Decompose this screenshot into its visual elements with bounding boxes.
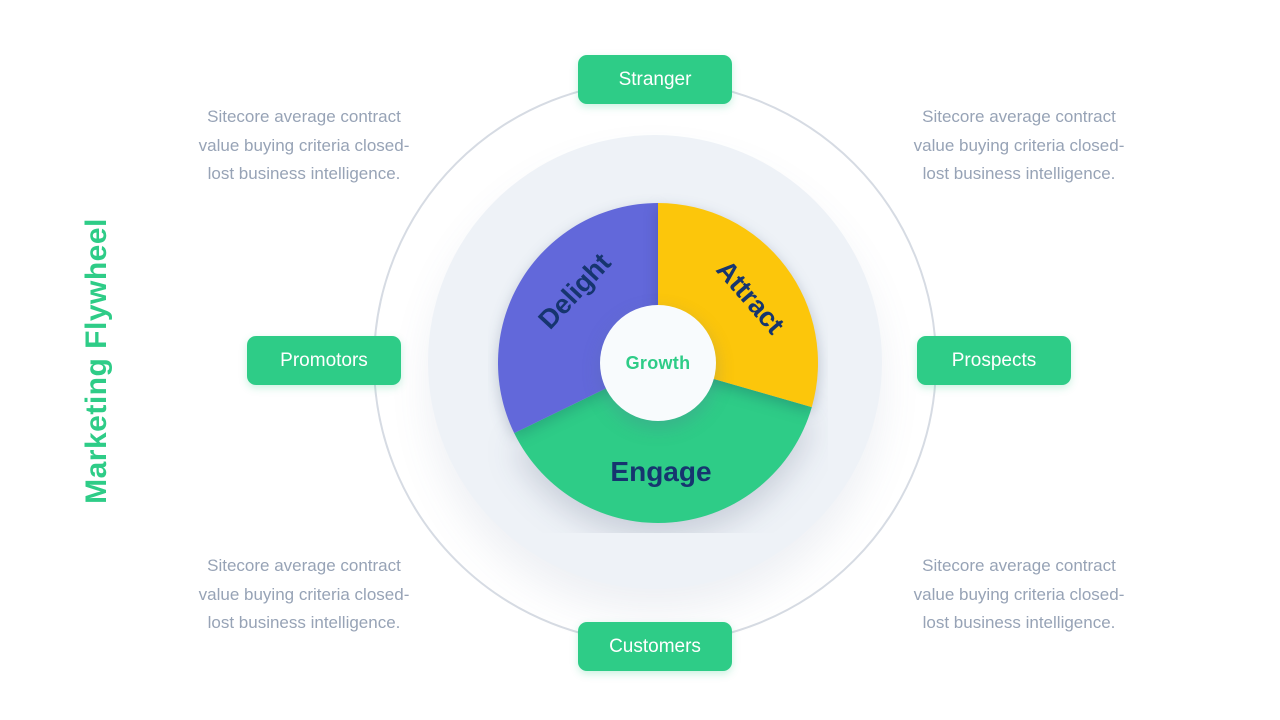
stage-button-customers[interactable]: Customers xyxy=(578,622,732,671)
segment-engage xyxy=(514,363,812,524)
note-line: value buying criteria closed- xyxy=(198,135,410,155)
note-line: value buying criteria closed- xyxy=(913,135,1125,155)
note-line: value buying criteria closed- xyxy=(913,584,1125,604)
stage-button-promotors[interactable]: Promotors xyxy=(247,336,401,385)
segment-label-engage: Engage xyxy=(610,456,712,487)
note-top-left: Sitecore average contract value buying c… xyxy=(188,103,420,189)
note-line: lost business intelligence. xyxy=(922,164,1116,183)
note-bottom-right: Sitecore average contract value buying c… xyxy=(903,552,1135,638)
page-title: Marketing Flywheel xyxy=(80,218,113,504)
note-line: Sitecore average contract xyxy=(207,107,401,126)
growth-label: Growth xyxy=(625,352,691,373)
note-line: Sitecore average contract xyxy=(922,107,1116,126)
note-line: lost business intelligence. xyxy=(207,164,401,183)
note-top-right: Sitecore average contract value buying c… xyxy=(903,103,1135,189)
note-line: lost business intelligence. xyxy=(207,613,401,632)
note-line: Sitecore average contract xyxy=(207,556,401,575)
stage-button-prospects[interactable]: Prospects xyxy=(917,336,1071,385)
growth-hub: Growth xyxy=(600,305,716,421)
stage-button-stranger[interactable]: Stranger xyxy=(578,55,732,104)
note-line: value buying criteria closed- xyxy=(198,584,410,604)
note-bottom-left: Sitecore average contract value buying c… xyxy=(188,552,420,638)
note-line: lost business intelligence. xyxy=(922,613,1116,632)
note-line: Sitecore average contract xyxy=(922,556,1116,575)
